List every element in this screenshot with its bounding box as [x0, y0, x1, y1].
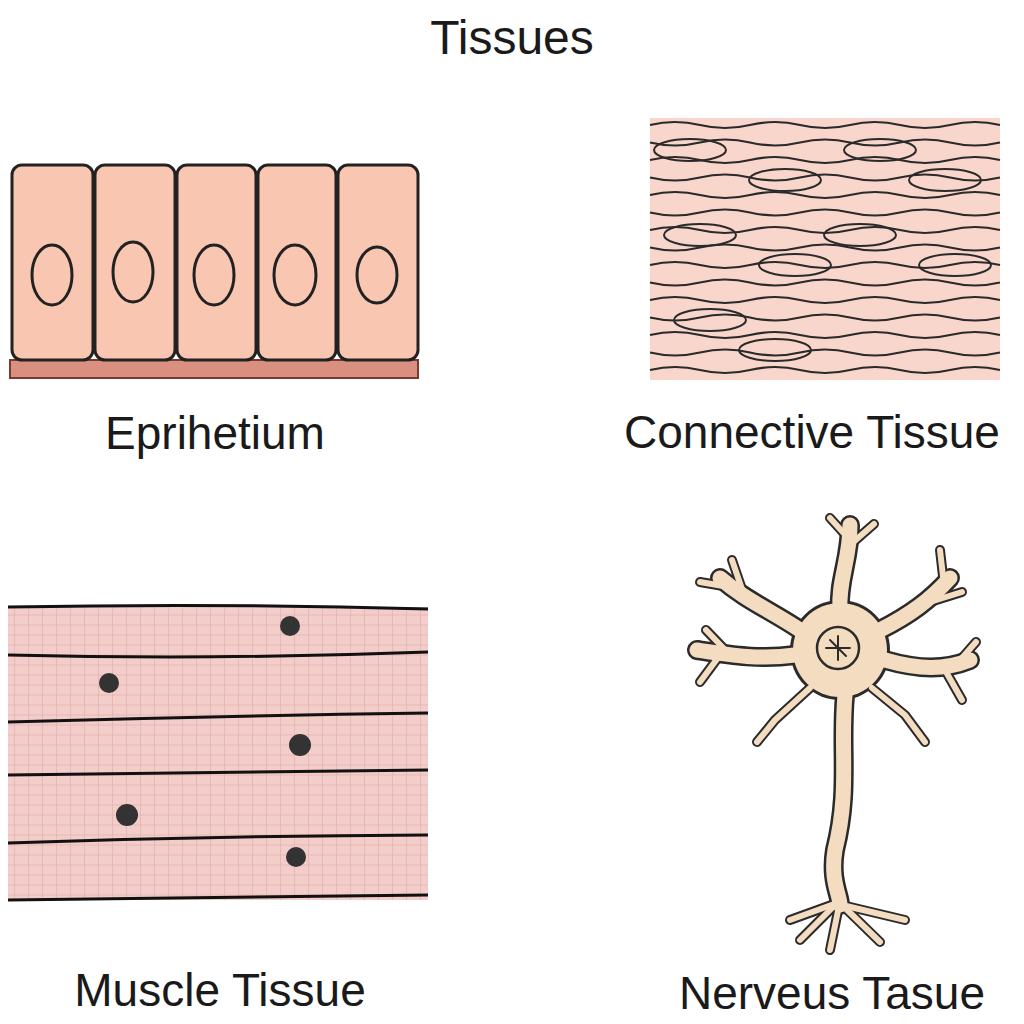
tissue-label: Eprihetium [105, 408, 325, 459]
fibre-loop [759, 254, 831, 276]
fibre-line [650, 332, 1000, 338]
fibre-line [650, 367, 1000, 373]
fibre-loop [824, 224, 896, 246]
fibre-line [650, 175, 1000, 181]
fibre-loop [749, 169, 821, 191]
fibre-loop [654, 139, 726, 161]
connective-tissue-drawing [650, 118, 1000, 380]
fibre-line [650, 350, 1000, 356]
fibre-line [650, 315, 1000, 321]
epithelium-drawing [10, 165, 418, 378]
tissue-label: Connective Tissue [624, 407, 1000, 458]
title: Tissues [430, 12, 594, 65]
fibre-line [650, 210, 1000, 216]
fibre-loop [844, 139, 916, 161]
fibre-loop [909, 169, 981, 191]
tissue-label: Nerveus Tasue [679, 968, 985, 1019]
fibre-line [650, 192, 1000, 198]
neuron-drawing [697, 518, 976, 950]
fibre-line [650, 280, 1000, 286]
fibre-line [650, 262, 1000, 268]
tissue-label: Muscle Tissue [74, 965, 365, 1016]
fibre-loop [674, 309, 746, 331]
fibre-loop [739, 339, 811, 361]
muscle-tissue-drawing [8, 605, 428, 900]
fibre-loop [664, 224, 736, 246]
fibre-line [650, 122, 1000, 128]
fibre-loop [919, 254, 991, 276]
fibre-line [650, 297, 1000, 303]
